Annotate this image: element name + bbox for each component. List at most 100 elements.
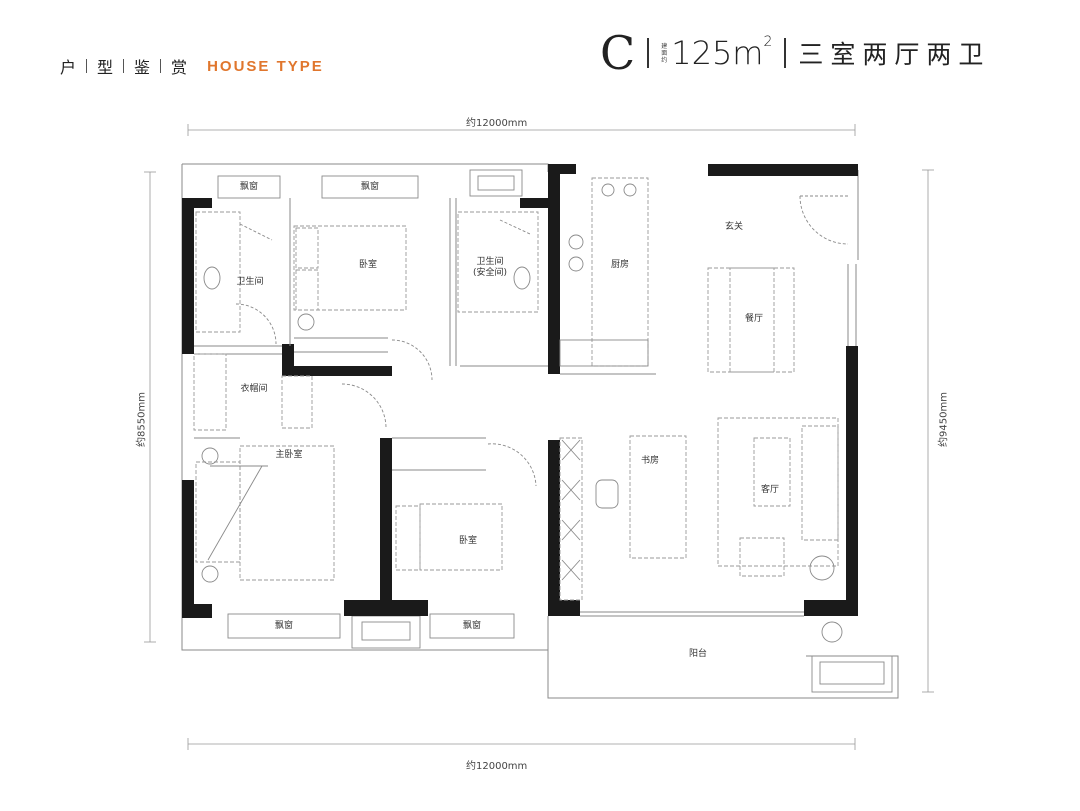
door-leaf — [239, 223, 273, 241]
room-label-bay-window: 飘窗 — [462, 621, 482, 631]
wall — [846, 346, 858, 616]
window-box-inner — [477, 175, 515, 191]
wardrobe-door — [207, 465, 263, 561]
bed-pillow — [295, 227, 319, 269]
furniture — [193, 177, 839, 601]
chair-icon — [595, 479, 619, 509]
door-arc — [487, 443, 537, 487]
header-divider — [647, 38, 650, 68]
type-letter: C — [600, 26, 636, 80]
wall — [548, 164, 576, 174]
wall — [520, 198, 548, 208]
room-label-bay-window: 飘窗 — [360, 182, 380, 192]
shelf-cross — [561, 439, 581, 461]
area-unit-sup: 2 — [763, 34, 773, 51]
bay-window-rect — [429, 613, 515, 639]
shelf-cross — [561, 479, 581, 501]
bay-window-rect — [217, 175, 281, 199]
door-leaf — [499, 219, 531, 235]
sink-circle — [623, 183, 637, 197]
door-arc — [341, 383, 387, 429]
closet-rack — [281, 375, 313, 429]
header-left: 户 型 鉴 赏 HOUSE TYPE — [60, 52, 324, 80]
door-arc — [391, 339, 433, 381]
kitchen-counter-lower — [559, 339, 649, 367]
header-divider — [784, 38, 787, 68]
room-label-living: 客厅 — [760, 485, 780, 495]
sink-circle — [601, 183, 615, 197]
bay-windows — [217, 169, 893, 693]
wall — [804, 600, 858, 616]
door-arc — [235, 303, 277, 345]
bed-mid-side — [395, 505, 421, 571]
title-char: 鉴 — [134, 58, 151, 77]
wall — [182, 604, 212, 618]
armchair — [739, 537, 785, 577]
plant-icon — [201, 447, 219, 465]
partitions — [194, 198, 857, 617]
dining-table — [729, 267, 775, 373]
bay-window-rect — [321, 175, 419, 199]
closet-rack — [193, 353, 227, 431]
title-char: 户 — [60, 58, 77, 77]
window-box — [469, 169, 523, 197]
room-label-balcony: 阳台 — [688, 649, 708, 659]
room-label-bathroom-2: 卫生间 — [476, 257, 504, 267]
wall — [380, 438, 392, 616]
wardrobe-master — [195, 461, 241, 563]
outline-left — [181, 164, 548, 651]
door-swings — [235, 195, 849, 487]
sofa — [801, 425, 839, 541]
room-label-bay-window: 飘窗 — [239, 182, 259, 192]
room-label-study: 书房 — [640, 456, 660, 466]
area-prefix-char: 面 — [661, 49, 668, 57]
title-char: 型 — [97, 58, 114, 77]
outline-balcony — [547, 616, 899, 699]
dim-label-left: 约8550mm — [136, 392, 148, 447]
wall — [182, 198, 194, 354]
stove-burner — [568, 234, 584, 250]
area-prefix-char: 约 — [661, 56, 668, 64]
bathroom-2-fixtures — [457, 211, 539, 313]
title-char: 赏 — [171, 58, 188, 77]
page-title-en: HOUSE TYPE — [207, 57, 324, 75]
bathroom-1-fixtures — [195, 211, 241, 333]
room-label-closet: 衣帽间 — [240, 384, 268, 394]
room-label-bedroom-mid: 卧室 — [458, 536, 478, 546]
door-arc-entrance — [799, 195, 849, 245]
room-label-dining: 餐厅 — [744, 314, 764, 324]
bed-mid — [419, 503, 503, 571]
header-right: C 建 面 约 125m2 三室两厅两卫 — [600, 28, 990, 78]
wall — [282, 366, 392, 376]
bookshelf — [559, 437, 583, 601]
room-label-entrance: 玄关 — [724, 222, 744, 232]
dimension-lines — [144, 124, 934, 750]
bay-window-rect — [227, 613, 341, 639]
coffee-table — [753, 437, 791, 507]
outer-outline — [181, 163, 899, 699]
room-label-bathroom-2-note: (安全间) — [472, 268, 508, 278]
wall — [548, 440, 560, 616]
room-label-master-bedroom: 主卧室 — [275, 450, 303, 460]
title-separator — [123, 59, 125, 73]
wall — [708, 164, 858, 176]
area-value: 125m2 — [671, 34, 772, 72]
window-box-inner — [361, 621, 411, 641]
bed-pillow — [295, 269, 319, 311]
toilet-icon — [203, 266, 221, 290]
plant-icon — [201, 565, 219, 583]
area-prefix-char: 建 — [661, 42, 668, 50]
wall — [548, 164, 560, 374]
shelf-cross — [561, 519, 581, 541]
area-prefix: 建 面 约 — [661, 43, 667, 64]
walls — [182, 164, 858, 618]
kitchen-counter — [591, 177, 649, 367]
room-label-kitchen: 厨房 — [610, 260, 630, 270]
plant-icon — [809, 555, 835, 581]
area-number: 125m — [671, 34, 764, 72]
layout-text: 三室两厅两卫 — [798, 40, 991, 69]
shelf-cross — [561, 559, 581, 581]
dim-label-right: 约9450mm — [938, 392, 950, 447]
study-desk — [629, 435, 687, 559]
